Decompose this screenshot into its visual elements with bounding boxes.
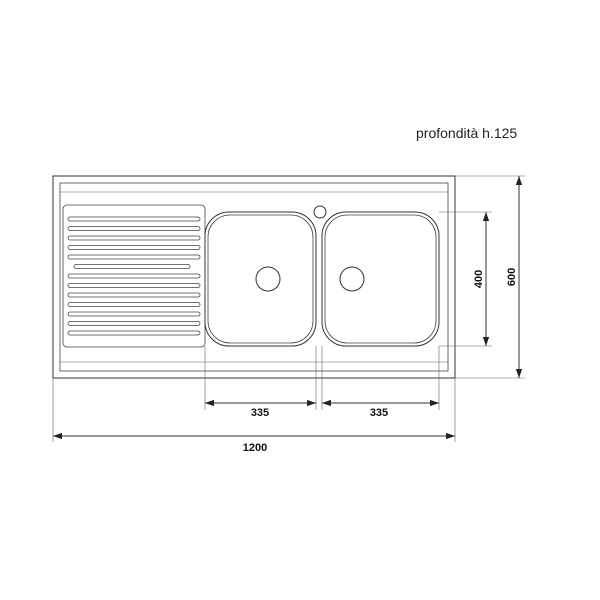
drainboard-rib [67,330,201,336]
drainboard-ribs [67,216,201,336]
dimension-total-width-label: 1200 [243,442,267,454]
sink-inner-rim [59,182,449,372]
drainboard-rib [67,302,201,307]
bowl-left-drain [255,266,281,292]
drainboard-rib [67,245,201,250]
dimension-left-bowl: 335 [205,399,316,419]
sink-body [52,175,456,379]
dimension-total-width: 1200 [53,432,455,454]
drainboard-rib [67,273,201,279]
bowl-right-inner [324,214,437,344]
drainboard-rib [67,226,201,231]
dimension-right-bowl: 335 [322,399,439,419]
drainboard-rib [67,254,201,260]
bowl-right [321,211,440,347]
dimension-right-bowl-label: 335 [370,407,388,419]
drainboard-rib [67,321,201,326]
dimension-bowl-depth-label: 400 [473,270,485,288]
drainboard-rib [67,216,201,222]
drainboard-rib [73,264,191,269]
drainboard-rib [67,235,201,241]
drainboard-rib [67,311,201,317]
tap-hole [313,205,327,219]
drainboard-rib [67,283,201,288]
dimension-left-bowl-label: 335 [251,407,269,419]
depth-note: profondità h.125 [416,125,517,141]
dimension-bowl-depth: 400 [473,212,490,346]
extension-lines [52,175,525,442]
dimension-total-depth: 600 [506,176,523,378]
dimension-total-depth-label: 600 [506,268,518,286]
bowl-right-drain [339,266,365,292]
bowl-left-inner [207,214,314,344]
sink-outer-edge [52,175,456,379]
bowl-left [204,211,317,347]
drainboard-rib [67,292,201,298]
